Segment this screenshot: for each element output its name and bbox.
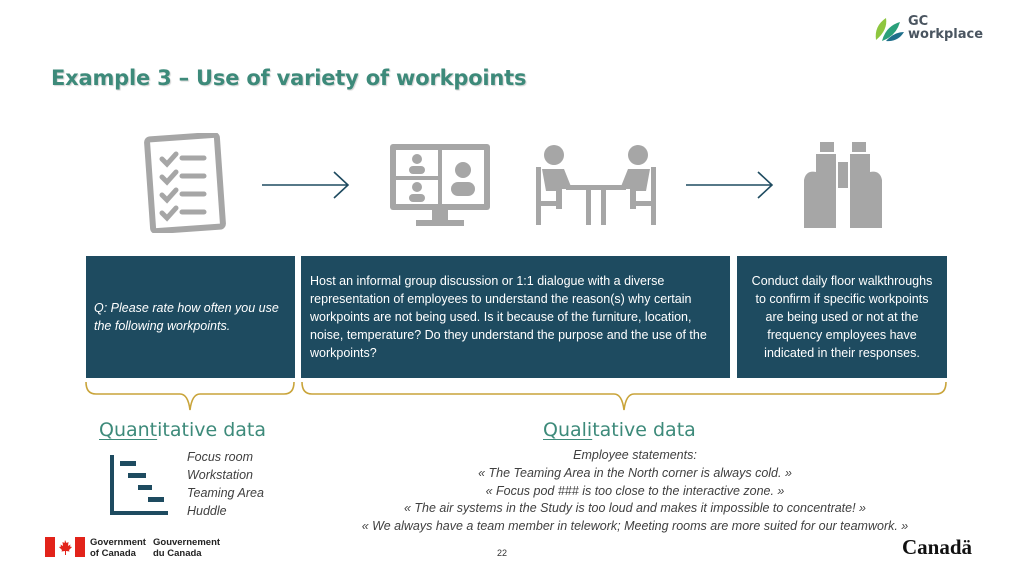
canada-wordmark: Canadä [902, 535, 973, 559]
list-item: Huddle [187, 504, 227, 518]
page-number: 22 [497, 548, 508, 558]
qualitative-title-rest: tative data [592, 419, 696, 441]
gov-fr-line2: du Canada [153, 548, 202, 559]
government-of-canada-en: Government of Canada [90, 537, 146, 559]
group-discussion-box: Host an informal group discussion or 1:1… [301, 256, 730, 378]
quantitative-title-underlined: Quant [99, 419, 158, 441]
floor-walkthrough-text: Conduct daily floor walkthroughs to conf… [751, 274, 933, 360]
workpoint-list: Focus room Workstation Teaming Area Hudd… [187, 448, 264, 520]
binoculars-icon [804, 142, 882, 228]
qualitative-brace [301, 381, 947, 411]
employee-statements: Employee statements: « The Teaming Area … [330, 447, 940, 536]
gc-workplace-wordmark: GC workplace [908, 15, 983, 41]
page-title: Example 3 – Use of variety of workpoints [51, 66, 527, 90]
logo-line2: workplace [908, 27, 984, 42]
list-item: Teaming Area [187, 486, 264, 500]
arrow-right-icon [686, 171, 774, 199]
logo-line1: GC [908, 14, 929, 29]
statement-item: « We always have a team member in telewo… [361, 519, 909, 534]
quantitative-brace [85, 381, 295, 411]
floor-walkthrough-box: Conduct daily floor walkthroughs to conf… [737, 256, 947, 378]
gc-workplace-logo: GC workplace [872, 14, 992, 46]
gov-en-line2: of Canada [90, 548, 136, 559]
survey-question-text: Q: Please rate how often you use the fol… [94, 301, 279, 333]
checklist-icon [144, 133, 226, 233]
list-item: Workstation [187, 468, 253, 482]
canada-flag-icon [45, 537, 85, 557]
statement-item: « Focus pod ### is too close to the inte… [485, 483, 785, 498]
gc-workplace-leaf-icon [875, 18, 904, 42]
meeting-table-icon [536, 145, 656, 225]
statements-heading: Employee statements: [573, 448, 697, 462]
quantitative-title: Quantitative data [99, 419, 266, 441]
qualitative-title-underlined: Quali [543, 419, 593, 441]
statement-item: « The air systems in the Study is too lo… [403, 501, 867, 516]
arrow-right-icon [262, 171, 350, 199]
video-conference-icon [390, 144, 490, 226]
quantitative-title-rest: itative data [157, 419, 267, 441]
gouvernement-du-canada-fr: Gouvernement du Canada [153, 537, 220, 559]
bar-chart-icon [110, 455, 168, 515]
gov-fr-line1: Gouvernement [153, 537, 221, 548]
list-item: Focus room [187, 450, 253, 464]
qualitative-title: Qualitative data [543, 419, 696, 441]
gov-en-line1: Government [90, 537, 146, 548]
statement-item: « The Teaming Area in the North corner i… [478, 465, 792, 480]
survey-question-box: Q: Please rate how often you use the fol… [86, 256, 295, 378]
group-discussion-text: Host an informal group discussion or 1:1… [310, 274, 707, 360]
